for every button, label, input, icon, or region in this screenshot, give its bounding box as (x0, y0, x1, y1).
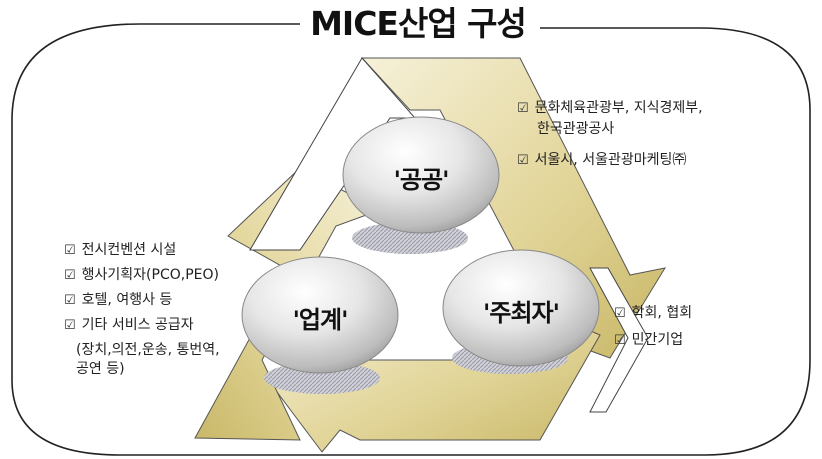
list-item: ☑호텔, 여행사 등 (64, 288, 220, 313)
checkbox-icon: ☑ (614, 333, 626, 348)
list-item: ☑학회, 협회 (614, 300, 692, 327)
public-items: ☑문화체육관광부, 지식경제부, 한국관광공사 ☑서울시, 서울관광마케팅㈜ (517, 98, 703, 171)
arrow-tip-right (589, 267, 649, 413)
list-item: ☑문화체육관광부, 지식경제부, (517, 98, 703, 119)
public-node (342, 116, 500, 234)
industry-items: ☑전시컨벤션 시설 ☑행사기획자(PCO,PEO) ☑호텔, 여행사 등 ☑기타… (64, 238, 220, 379)
checkbox-icon: ☑ (517, 101, 529, 116)
checkbox-icon: ☑ (64, 293, 76, 308)
list-item: 한국관광공사 (537, 121, 615, 137)
list-item-note: (장치,의전,운송, 통번역, 공연 등) (76, 342, 220, 377)
industry-node (241, 256, 399, 374)
organizer-items: ☑학회, 협회 ☑민간기업 (614, 300, 692, 354)
list-item: ☑민간기업 (614, 327, 692, 354)
organizer-label: '주최자' (483, 299, 560, 327)
list-item: ☑서울시, 서울관광마케팅㈜ (517, 150, 703, 171)
list-item: ☑전시컨벤션 시설 (64, 238, 220, 263)
list-item: ☑행사기획자(PCO,PEO) (64, 263, 220, 288)
checkbox-icon: ☑ (64, 318, 76, 333)
industry-label: '업계' (292, 306, 349, 334)
public-label: '공공' (393, 166, 450, 194)
checkbox-icon: ☑ (64, 268, 76, 283)
checkbox-icon: ☑ (64, 243, 76, 258)
checkbox-icon: ☑ (517, 153, 529, 168)
checkbox-icon: ☑ (614, 306, 626, 321)
outer-frame (11, 23, 811, 456)
list-item: ☑기타 서비스 공급자 (64, 313, 220, 338)
organizer-node (442, 249, 600, 367)
diagram-title: MICE산업 구성 (300, 2, 536, 46)
